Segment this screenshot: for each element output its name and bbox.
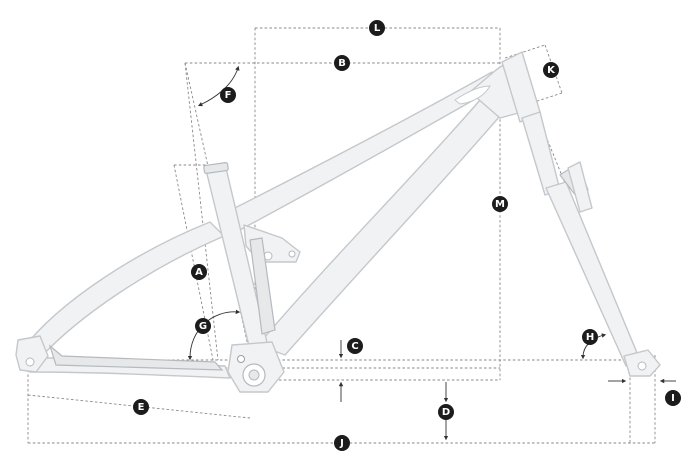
marker-g: G <box>195 318 211 334</box>
marker-m-label: M <box>495 199 505 210</box>
dimension-markers: A B C D E F G H I J K L M <box>133 20 681 451</box>
marker-k-label: K <box>547 65 556 76</box>
marker-h-circle <box>582 329 598 345</box>
marker-d-label: D <box>442 407 450 418</box>
marker-h-label: H <box>586 332 594 343</box>
marker-g-label: G <box>199 321 207 332</box>
marker-a: A <box>191 264 207 280</box>
marker-i-circle <box>665 390 681 406</box>
marker-j-label: J <box>339 438 344 449</box>
marker-f: F <box>220 87 236 103</box>
marker-d: D <box>438 404 454 420</box>
marker-m: M <box>492 196 508 212</box>
marker-k-circle <box>543 62 559 78</box>
marker-e-label: E <box>138 402 145 413</box>
marker-f-circle <box>220 87 236 103</box>
marker-b-circle <box>334 55 350 71</box>
bike-frame <box>15 51 661 393</box>
marker-b: B <box>334 55 350 71</box>
marker-f-label: F <box>225 90 232 101</box>
marker-e: E <box>133 399 149 415</box>
marker-j-circle <box>334 435 350 451</box>
marker-d-circle <box>438 404 454 420</box>
marker-l-circle <box>369 20 385 36</box>
marker-l-label: L <box>374 23 381 34</box>
marker-a-circle <box>191 264 207 280</box>
marker-a-label: A <box>195 267 203 278</box>
marker-h: H <box>582 329 598 345</box>
marker-i-label: I <box>671 393 675 404</box>
marker-i: I <box>665 390 681 406</box>
marker-b-label: B <box>338 58 346 69</box>
marker-c-label: C <box>351 341 358 352</box>
marker-m-circle <box>492 196 508 212</box>
marker-c: C <box>347 338 363 354</box>
marker-j: J <box>334 435 350 451</box>
marker-l: L <box>369 20 385 36</box>
marker-c-circle <box>347 338 363 354</box>
marker-e-circle <box>133 399 149 415</box>
marker-g-circle <box>195 318 211 334</box>
dimension-lines <box>27 27 656 444</box>
marker-k: K <box>543 62 559 78</box>
